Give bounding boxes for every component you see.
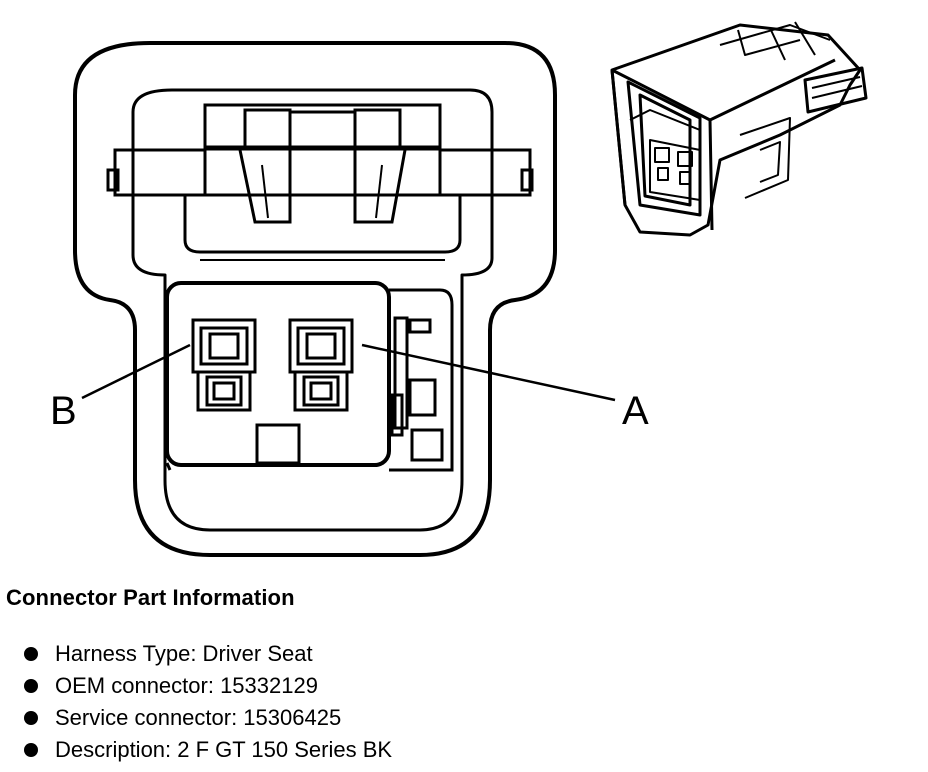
list-item: Service connector: 15306425 [20,707,392,739]
list-item-text: Harness Type: Driver Seat [55,641,313,666]
bullet-icon [24,743,38,757]
info-list: Harness Type: Driver Seat OEM connector:… [20,643,392,771]
bullet-icon [24,679,38,693]
list-item: Harness Type: Driver Seat [20,643,392,675]
pin-cavity-b [191,318,257,412]
pin-cavity-a [288,318,354,412]
connector-info-section: Connector Part Information Harness Type:… [6,585,906,761]
pin-label-b: B [50,389,77,433]
info-title: Connector Part Information [6,585,295,610]
bullet-icon [24,647,38,661]
list-item: OEM connector: 15332129 [20,675,392,707]
list-item: Description: 2 F GT 150 Series BK [20,739,392,771]
list-item-text: Service connector: 15306425 [55,705,342,730]
connector-isometric-view [610,21,868,237]
list-item-text: OEM connector: 15332129 [55,673,318,698]
leader-line-a [361,343,616,402]
leader-line-b [81,343,191,400]
bullet-icon [24,711,38,725]
list-item-text: Description: 2 F GT 150 Series BK [55,737,393,762]
locking-latch [106,103,534,261]
connector-face-diagram: B A [50,21,868,557]
connector-housing-outer [73,41,557,557]
pin-label-a: A [622,389,649,433]
connector-housing-inner [131,88,494,532]
